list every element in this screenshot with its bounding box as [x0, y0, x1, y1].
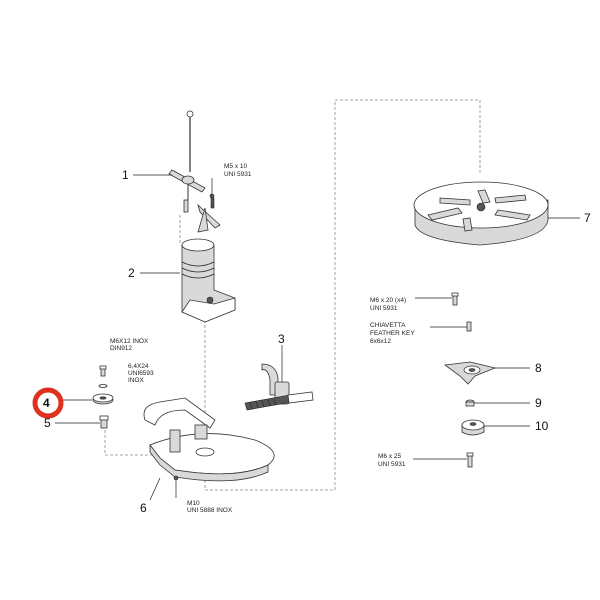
label-part-9[interactable]: 9 — [535, 396, 542, 410]
part-6-base-plate[interactable] — [143, 397, 275, 482]
spec-m6x12-size: M6X12 INOX — [110, 338, 149, 345]
spec-m6x12-standard: DIN912 — [110, 345, 132, 352]
label-part-2[interactable]: 2 — [128, 266, 135, 280]
part-3-clamp-screw[interactable] — [244, 363, 314, 411]
spec-m10-size: M10 — [187, 500, 200, 507]
spec-washer-standard: UNI6593 — [128, 370, 154, 377]
washer-small[interactable] — [98, 384, 108, 388]
part-10-hub[interactable] — [461, 419, 485, 436]
screw-m6x20[interactable] — [451, 292, 459, 306]
spec-m10-standard: UNI 5888 INOX — [187, 507, 233, 514]
leader-lines — [55, 174, 580, 501]
label-part-5[interactable]: 5 — [44, 416, 51, 430]
part-4-washer[interactable] — [92, 393, 114, 405]
spec-m6x25-standard: UNI 5931 — [378, 461, 406, 468]
label-part-1[interactable]: 1 — [122, 168, 129, 182]
spec-key-name-en: FEATHER KEY — [370, 330, 415, 337]
part-5-bolt[interactable] — [99, 415, 109, 429]
part-7-top-disc[interactable] — [413, 181, 549, 246]
spec-washer-size: 6,4X24 — [128, 363, 149, 370]
assembly-guide-lines — [104, 99, 481, 491]
spec-washer-material: INOX — [128, 377, 145, 384]
part-1-rod-assembly[interactable] — [168, 110, 221, 233]
spec-m6x20-standard: UNI 5931 — [370, 305, 398, 312]
part-8-cutter[interactable] — [443, 361, 497, 385]
spec-key-name-it: CHIAVETTA — [370, 322, 406, 329]
spec-m5-size: M5 x 10 — [224, 163, 248, 170]
label-part-8[interactable]: 8 — [535, 361, 542, 375]
label-part-7[interactable]: 7 — [584, 211, 591, 225]
spec-m6x25-size: M6 x 25 — [378, 453, 402, 460]
highlight-ring — [32, 387, 64, 419]
screw-m6x25[interactable] — [466, 452, 474, 468]
label-part-3[interactable]: 3 — [278, 332, 285, 346]
part-2-cylinder-body[interactable] — [181, 238, 236, 323]
label-part-10[interactable]: 10 — [535, 419, 549, 433]
feather-key[interactable] — [466, 321, 472, 332]
spec-key-size: 6x6x12 — [370, 338, 391, 345]
part-9-nut[interactable] — [465, 399, 475, 407]
spec-m5-standard: UNI 5931 — [224, 171, 252, 178]
spec-m6x20-size: M6 x 20 (x4) — [370, 297, 406, 304]
label-part-6[interactable]: 6 — [140, 501, 147, 515]
screw-m6x12[interactable] — [99, 365, 107, 377]
label-part-4[interactable]: 4 — [43, 396, 50, 410]
